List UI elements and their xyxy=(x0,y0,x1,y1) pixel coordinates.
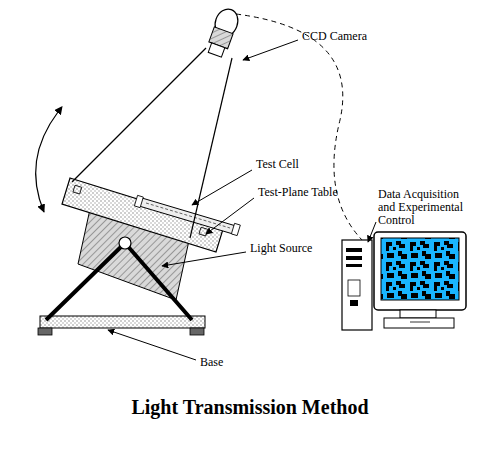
part-label: CCD Camera xyxy=(302,30,367,43)
leader-line xyxy=(162,252,246,266)
base-foot xyxy=(38,328,52,335)
base-plate xyxy=(40,316,205,328)
part-label: Test Cell xyxy=(256,158,299,171)
leader-line xyxy=(368,222,376,242)
part-label: Base xyxy=(200,356,223,369)
diagram-title: Light Transmission Method xyxy=(0,396,500,419)
part-label: Light Source xyxy=(250,242,312,255)
pivot xyxy=(119,237,131,249)
base-foot xyxy=(190,328,204,335)
leader-line xyxy=(108,330,196,360)
tilt-arrow xyxy=(36,112,58,212)
ccd-camera xyxy=(204,6,241,59)
leader-line xyxy=(243,40,298,60)
stand xyxy=(46,243,192,320)
cable xyxy=(236,14,366,244)
test-cell xyxy=(139,198,236,234)
leader-line xyxy=(206,198,254,234)
leader-line xyxy=(192,170,252,205)
part-label: Test-Plane Table xyxy=(258,186,338,199)
part-label: Data Acquisition and Experimental Contro… xyxy=(378,188,478,227)
computer xyxy=(342,232,466,330)
